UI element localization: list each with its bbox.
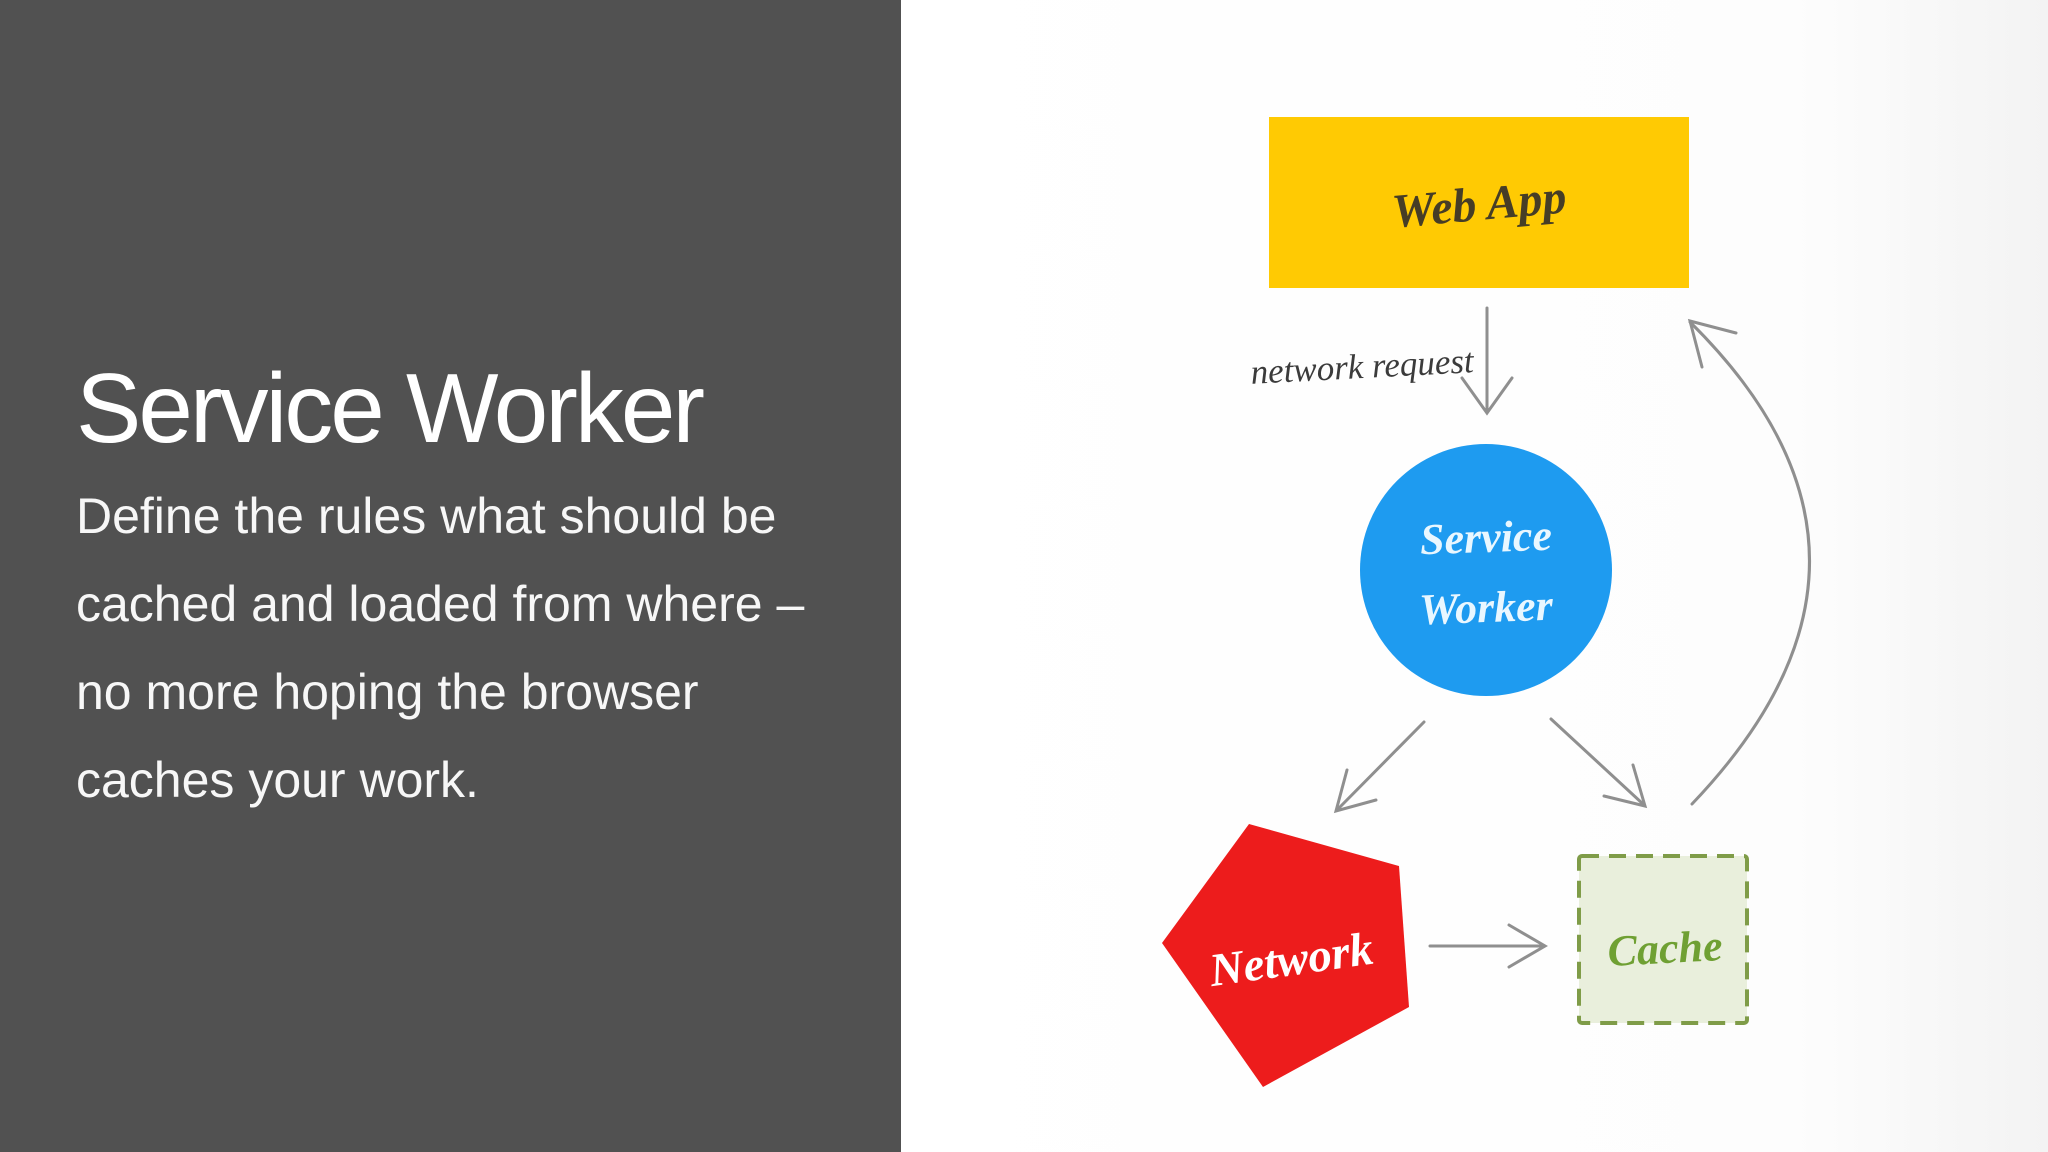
subtitle-line: Define the rules what should be <box>76 488 777 544</box>
sw-to-network-arrow <box>1333 720 1426 814</box>
subtitle-line: caches your work. <box>76 752 479 808</box>
arrow-head <box>1507 923 1548 969</box>
slide-subtitle: Define the rules what should be cached a… <box>76 472 804 824</box>
arrow-shaft <box>1688 320 1811 806</box>
cache-label: Cache <box>1606 921 1723 976</box>
web-app-box <box>1269 117 1689 288</box>
service-worker-circle <box>1360 444 1612 696</box>
slide-title: Service Worker <box>76 353 705 463</box>
arrow-head <box>1460 376 1514 416</box>
arrow-shaft <box>1549 717 1645 806</box>
network-pentagon <box>1162 824 1409 1087</box>
service-worker-label-line1: Service <box>1419 511 1553 565</box>
arrow-shaft <box>1336 720 1426 811</box>
subtitle-line: cached and loaded from where – <box>76 576 805 632</box>
network-request-arrow <box>1460 306 1514 416</box>
cache-box <box>1577 854 1749 1025</box>
slide-text-panel: Service Worker Define the rules what sho… <box>0 0 901 1152</box>
service-worker-label-line2: Worker <box>1418 581 1554 635</box>
arrow-head <box>1687 318 1738 369</box>
subtitle-line: no more hoping the browser <box>76 664 699 720</box>
sw-to-cache-arrow <box>1549 717 1648 809</box>
arrow-head <box>1602 763 1648 809</box>
network-to-cache-arrow <box>1428 923 1548 969</box>
cache-to-webapp-arrow <box>1687 318 1811 806</box>
network-request-label: network request <box>1250 341 1476 392</box>
arrow-head <box>1333 768 1378 814</box>
